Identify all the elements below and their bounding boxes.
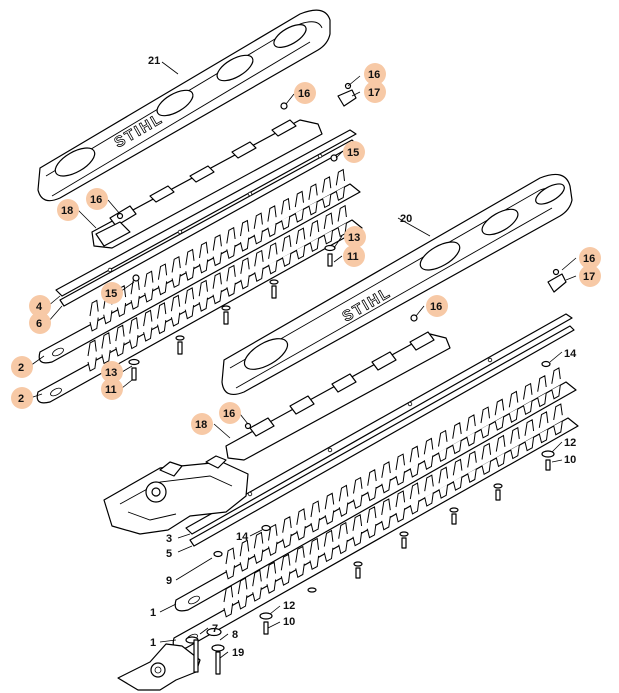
label-12-a: 12 — [564, 437, 576, 449]
label-16-a: 16 — [368, 69, 380, 81]
label-17-a: 17 — [368, 87, 380, 99]
fasteners-lower — [185, 268, 567, 675]
label-14-a: 14 — [564, 348, 577, 360]
label-11-b: 11 — [105, 384, 117, 396]
rail-upper — [55, 129, 357, 307]
label-10-a: 10 — [564, 454, 576, 466]
teethB-teeth — [87, 204, 347, 372]
label-12-b: 12 — [283, 600, 295, 612]
label-3: 3 — [166, 533, 172, 545]
label-11-a: 11 — [347, 251, 359, 263]
label-16-e: 16 — [430, 301, 442, 313]
cutter-blade-upper-1 — [38, 168, 361, 364]
callouts: 21 16 17 16 15 18 16 13 11 4 6 15 2 13 1… — [11, 55, 601, 659]
label-20: 20 — [400, 213, 412, 225]
label-8: 8 — [232, 629, 238, 641]
cutter-blade-lower-1 — [174, 367, 577, 612]
label-16-f: 16 — [223, 408, 235, 420]
label-10-b: 10 — [283, 616, 295, 628]
label-16-c: 16 — [90, 194, 102, 206]
label-16-b: 16 — [298, 88, 310, 100]
support-plate-lower — [225, 331, 451, 461]
cutter-blade-upper-2 — [36, 204, 363, 404]
label-6: 6 — [36, 318, 42, 330]
label-21: 21 — [148, 55, 160, 67]
label-9: 9 — [166, 575, 172, 587]
label-16-d: 16 — [583, 253, 595, 265]
label-13-b: 13 — [105, 367, 117, 379]
drive-plate — [117, 643, 201, 691]
label-2-a: 2 — [18, 362, 24, 374]
label-17-b: 17 — [583, 271, 595, 283]
label-14-b: 14 — [236, 531, 249, 543]
label-7: 7 — [212, 623, 218, 635]
gearbox-housing — [103, 455, 249, 535]
label-13-a: 13 — [348, 232, 360, 244]
teethD-teeth — [223, 403, 563, 618]
teethC-teeth — [225, 367, 561, 580]
label-2-b: 2 — [18, 393, 24, 405]
label-5: 5 — [166, 548, 172, 560]
label-18-b: 18 — [195, 419, 207, 431]
fasteners-upper — [116, 82, 357, 381]
label-4: 4 — [36, 301, 43, 313]
label-1-b: 1 — [150, 637, 156, 649]
label-18-a: 18 — [61, 205, 73, 217]
label-19: 19 — [232, 647, 244, 659]
rail-lower — [185, 313, 575, 547]
label-1-a: 1 — [150, 607, 156, 619]
teethA-teeth — [89, 168, 345, 332]
label-15-a: 15 — [347, 147, 359, 159]
label-15-b: 15 — [105, 288, 117, 300]
